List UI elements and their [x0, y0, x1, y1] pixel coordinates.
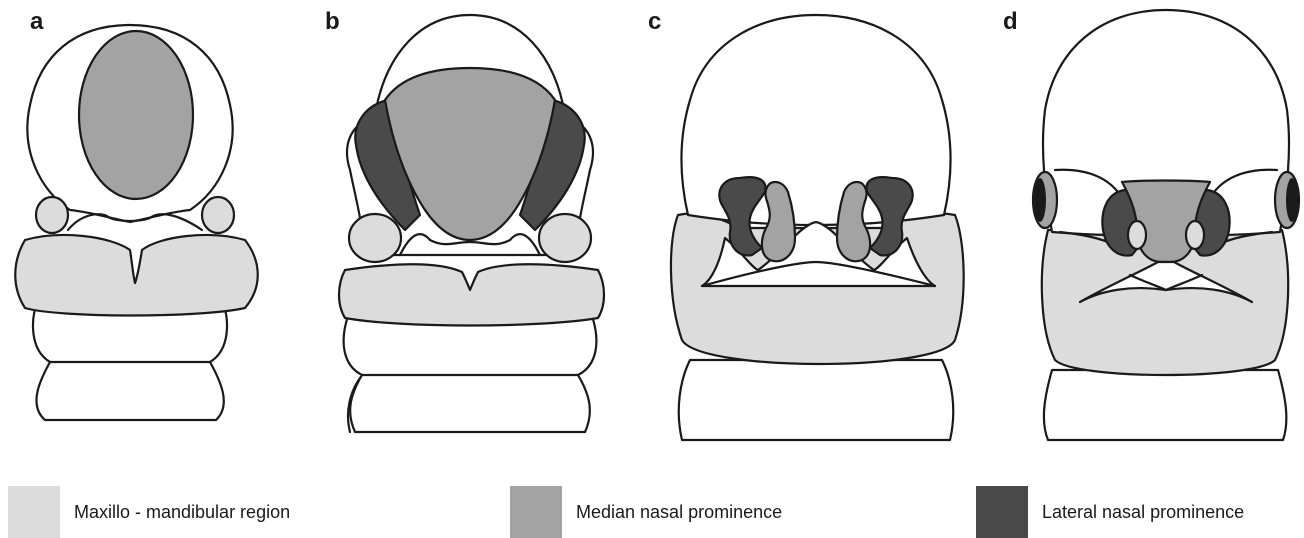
legend-label-maxillo-mandibular: Maxillo - mandibular region: [74, 502, 290, 523]
legend-item-lateral-nasal: Lateral nasal prominence: [976, 486, 1244, 538]
panel-a-label: a: [30, 8, 43, 36]
panel-c-neck: [679, 360, 954, 440]
legend-label-lateral-nasal: Lateral nasal prominence: [1042, 502, 1244, 523]
legend-label-median-nasal: Median nasal prominence: [576, 502, 782, 523]
panel-d-neck: [1044, 370, 1286, 440]
panel-a-maxillary-right: [202, 197, 234, 233]
panel-d-nostril-right: [1186, 221, 1204, 249]
panel-d-label: d: [1003, 8, 1018, 36]
panel-b-maxillary-right: [539, 214, 591, 262]
panel-d-drawing: [1033, 10, 1299, 440]
legend-item-maxillo-mandibular: Maxillo - mandibular region: [8, 486, 290, 538]
panel-c-label: c: [648, 8, 661, 36]
panel-a-mandibular-arch: [15, 235, 258, 315]
legend-swatch-median-nasal: [510, 486, 562, 538]
panel-b-maxillary-left: [349, 214, 401, 262]
panel-a-neck: [33, 300, 227, 420]
legend-swatch-maxillo-mandibular: [8, 486, 60, 538]
panel-b-mandibular-arch: [339, 264, 604, 325]
panel-c-drawing: [671, 15, 964, 440]
panel-d-nostril-left: [1128, 221, 1146, 249]
panel-a-frontonasal: [79, 31, 193, 199]
panel-d-eye-left-pupil: [1034, 178, 1046, 222]
legend-swatch-lateral-nasal: [976, 486, 1028, 538]
panel-b-label: b: [325, 8, 340, 36]
panel-d-eye-right-pupil: [1286, 178, 1298, 222]
panel-b-drawing: [339, 15, 604, 432]
legend-item-median-nasal: Median nasal prominence: [510, 486, 782, 538]
panel-a-maxillary-left: [36, 197, 68, 233]
panel-a-drawing: [15, 25, 258, 420]
